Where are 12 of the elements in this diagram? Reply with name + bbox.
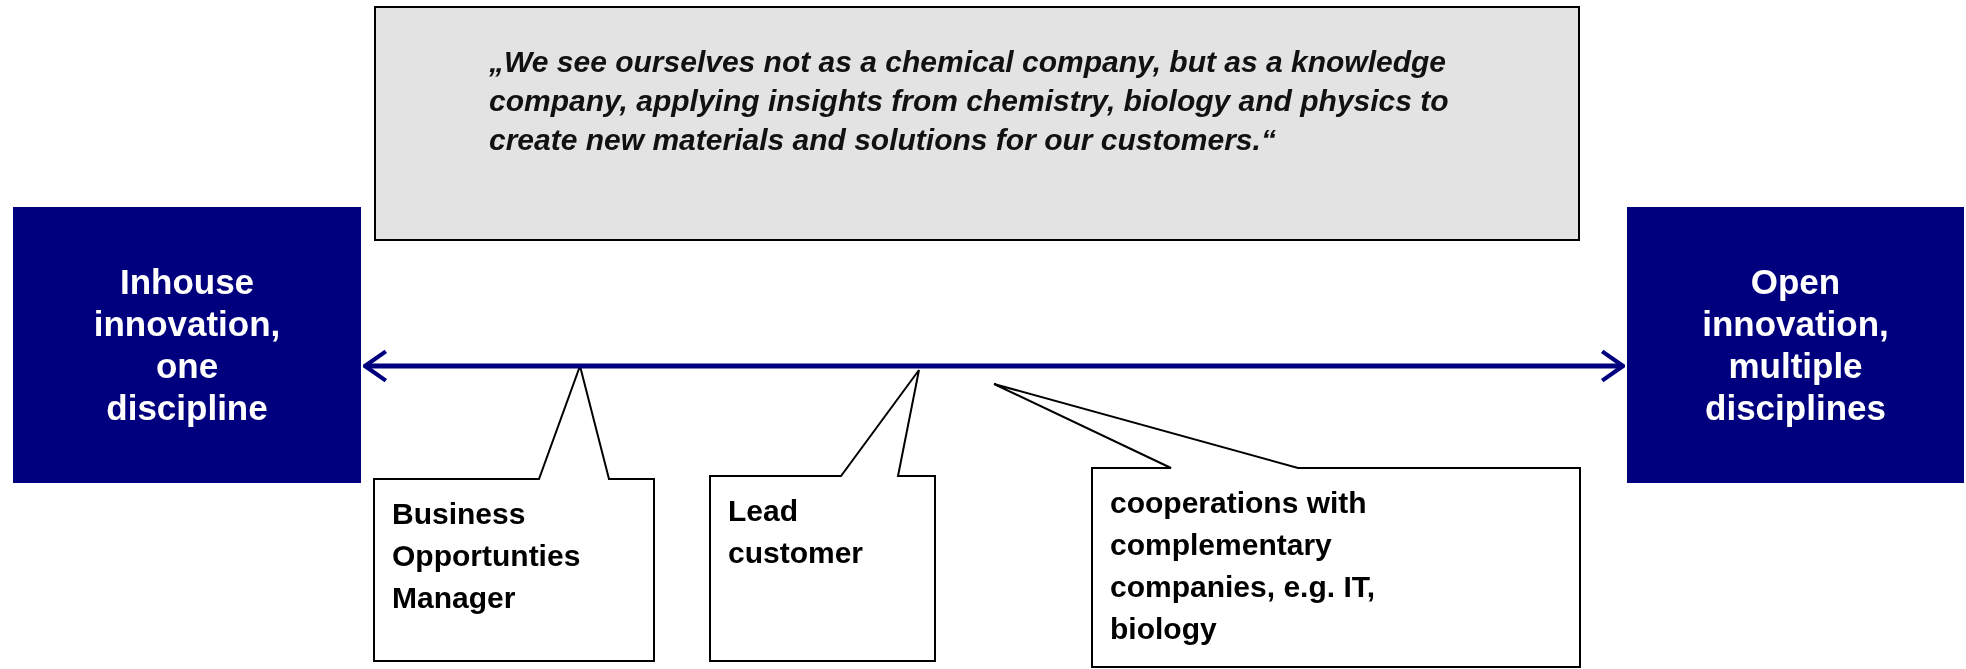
box-label: Inhouse innovation, one discipline	[92, 261, 282, 429]
callout-bubble	[992, 382, 1582, 669]
label-box	[13, 207, 361, 483]
callout-bubble	[708, 368, 937, 663]
quote-text: „We see ourselves not as a chemical company, but as a knowledge company, applying insights from chemistry, biology and physics to create new materials and solutions for our customers.“	[489, 44, 1450, 158]
label-box	[1627, 207, 1964, 483]
double-arrow	[362, 349, 1626, 383]
callout-text: Business Opportunties Manager	[392, 496, 582, 616]
callout-text: Lead customer	[728, 493, 865, 571]
box-label: Open innovation, multiple disciplines	[1701, 261, 1890, 429]
callout-text: cooperations with complementary companies, e.g. IT, biology	[1110, 485, 1377, 647]
quote-box	[374, 6, 1580, 241]
